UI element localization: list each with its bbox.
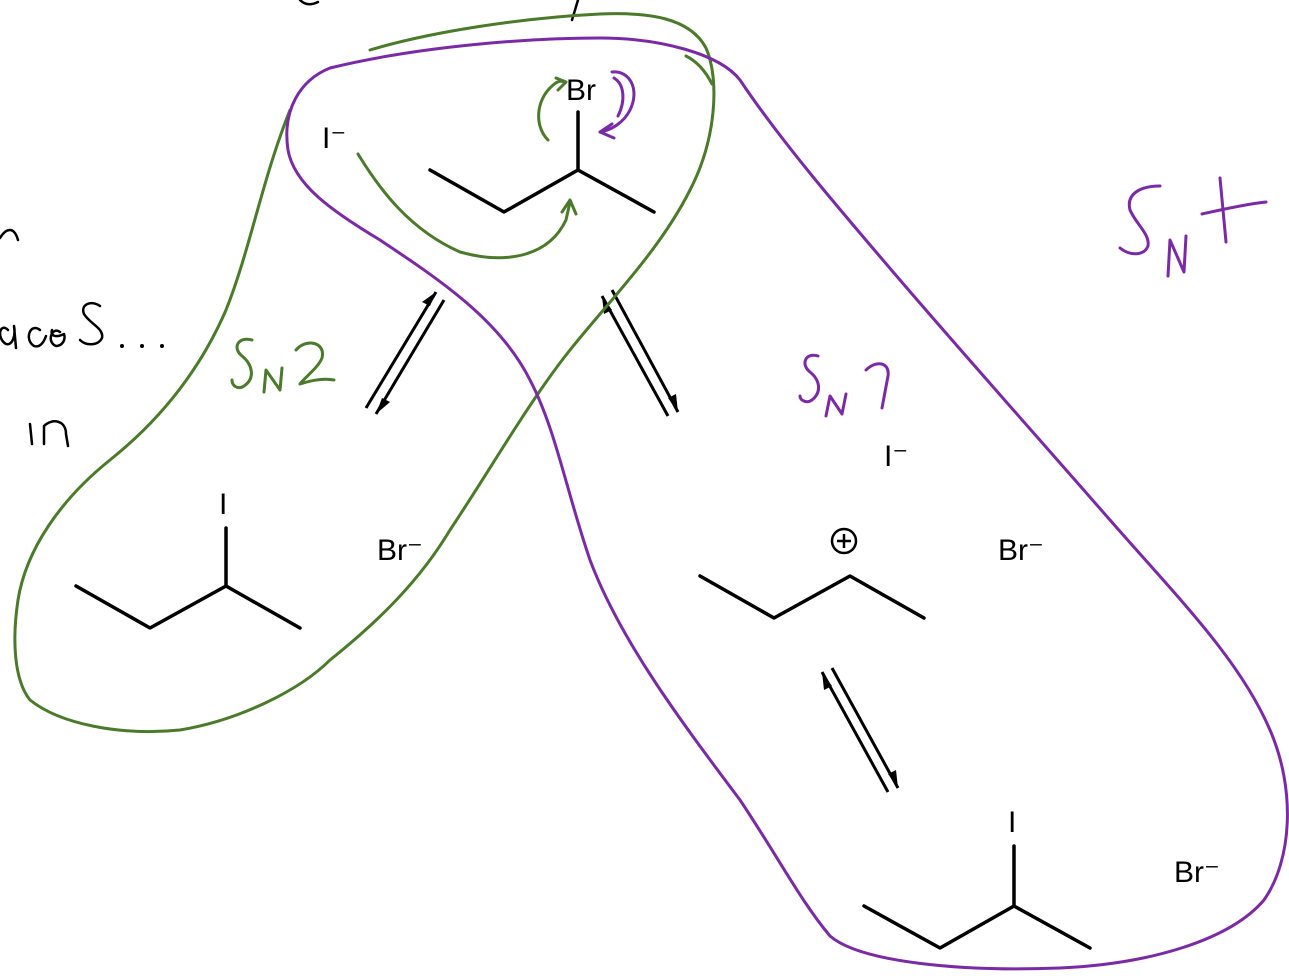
sn2-enclosure	[13, 12, 716, 734]
sn2-substituent: I	[219, 488, 227, 521]
sn1-handwritten-label	[798, 353, 890, 418]
sn1-curly-arrow	[598, 70, 636, 140]
carbocation-carbon-chain	[698, 574, 926, 620]
sn1-counter-ion: Br⁻	[1174, 856, 1220, 889]
equilibrium-arrow-sn2	[364, 291, 446, 415]
sn2-handwritten-label	[230, 337, 336, 394]
left-edge-handwriting	[0, 0, 580, 448]
equilibrium-arrow-sn1-step2	[820, 667, 900, 793]
sn2-carbon-chain	[74, 584, 302, 630]
equilibrium-arrow-sn1-step1	[600, 289, 680, 417]
sn1-intermediate-counter-ion: Br⁻	[998, 534, 1044, 567]
sn1-intermediate-structure: I⁻ Br⁻	[698, 440, 1044, 620]
sn1-substituent: I	[1008, 806, 1016, 839]
sn1-enclosure	[285, 36, 1289, 971]
sn1-intermediate-nucleophile: I⁻	[884, 440, 908, 473]
sn2-counter-ion: Br⁻	[377, 534, 423, 567]
reactant-leaving-group: Br	[566, 74, 596, 107]
sn2-product-structure: I Br⁻	[74, 488, 423, 630]
sn1-product-structure: I Br⁻	[862, 806, 1220, 950]
sn2-curly-arrows	[356, 76, 578, 260]
sn-plus-handwritten-label	[1118, 176, 1268, 278]
carbocation-charge-icon	[830, 527, 858, 555]
reactant-carbon-chain	[428, 168, 656, 214]
reactant-nucleophile: I⁻	[322, 122, 346, 155]
sn1-carbon-chain	[862, 904, 1092, 950]
reactant-structure: Br I⁻	[322, 74, 656, 214]
